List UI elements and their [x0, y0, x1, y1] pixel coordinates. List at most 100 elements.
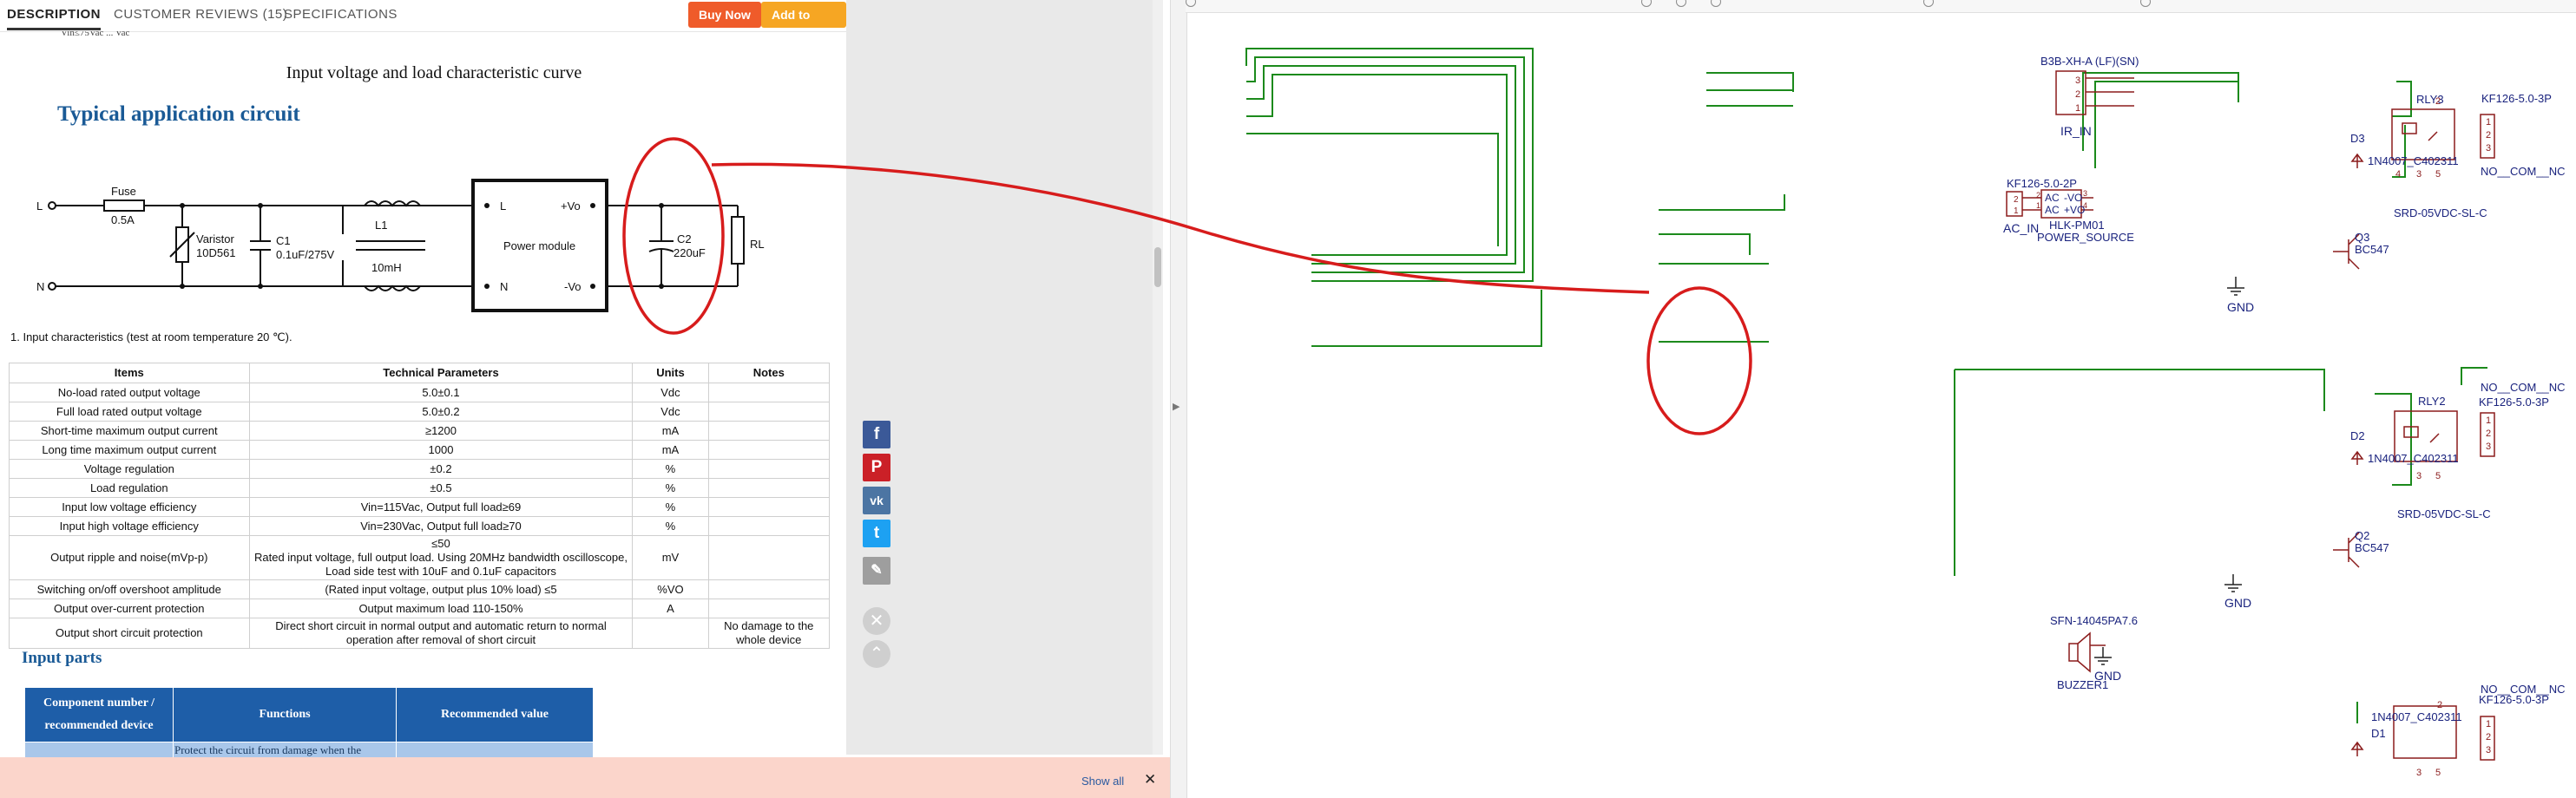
- partial-row-text: Vin≤75Vac ... Vac: [61, 31, 130, 36]
- label-gnd: GND: [2094, 669, 2121, 683]
- pin-label: 2: [2437, 700, 2442, 710]
- label-rl: RL: [750, 238, 765, 251]
- table-cell: Vin=230Vac, Output full load≥70: [248, 516, 634, 536]
- specs-header-cell: Units: [632, 363, 709, 383]
- vk-icon[interactable]: vk: [863, 487, 890, 514]
- label-sfn: SFN-14045PA7.6: [2050, 614, 2138, 627]
- label-pin-vo-minus: -Vo: [564, 280, 582, 293]
- toolbar-icon[interactable]: [1186, 0, 1196, 7]
- table-cell: ≥1200: [248, 421, 634, 441]
- pin-label: 1: [2075, 103, 2080, 114]
- table-cell: Vdc: [632, 402, 709, 422]
- table-cell: Output maximum load 110-150%: [248, 598, 634, 618]
- table-cell: %: [632, 516, 709, 536]
- scroll-up-icon[interactable]: ⌃: [863, 640, 890, 668]
- table-cell: %: [632, 478, 709, 498]
- pin-label: 4: [2083, 201, 2087, 210]
- transistor-q2: [2333, 532, 2360, 568]
- relay-rly1: [2393, 705, 2457, 759]
- toolbar-icon[interactable]: [1676, 0, 1686, 7]
- kf126-3p-connector: [2480, 716, 2495, 761]
- toolbar-icon[interactable]: [1711, 0, 1721, 7]
- table-cell: ≤50 Rated input voltage, full output loa…: [248, 535, 634, 580]
- page-scrollbar[interactable]: [1153, 0, 1163, 755]
- table-cell: Vdc: [632, 383, 709, 402]
- label-srd: SRD-05VDC-SL-C: [2394, 206, 2487, 219]
- toolbar-icon[interactable]: [1923, 0, 1934, 7]
- label-kf126-3p: KF126-5.0-3P: [2479, 396, 2549, 409]
- label-c1-value: 0.1uF/275V: [276, 248, 335, 261]
- close-downloads-bar-button[interactable]: ✕: [1144, 771, 1157, 788]
- transistor-q3: [2333, 233, 2360, 270]
- label-pin-l: L: [500, 200, 506, 213]
- pane-divider[interactable]: [1170, 0, 1187, 798]
- pin-label: 2: [2435, 96, 2441, 107]
- pin-label: 3: [2075, 75, 2080, 86]
- table-row: Switching on/off overshoot amplitude(Rat…: [9, 579, 830, 599]
- schematic-canvas[interactable]: B3B-XH-A (LF)(SN) 3 2 1 IR_IN KF126-5.0-…: [1186, 12, 2576, 798]
- tab-customer-reviews[interactable]: CUSTOMER REVIEWS (15): [114, 7, 288, 22]
- hlk-pin-ac: AC: [2045, 204, 2060, 216]
- table-cell: No damage to the whole device: [707, 618, 830, 649]
- label-no-com-nc: NO__COM__NC: [2481, 381, 2566, 394]
- buy-now-button[interactable]: Buy Now: [688, 2, 761, 28]
- pin-label: 3: [2083, 189, 2087, 198]
- table-cell: [707, 478, 830, 498]
- pin-label: 5: [2435, 471, 2441, 481]
- label-kf126-3p: KF126-5.0-3P: [2479, 693, 2549, 706]
- close-circle-icon[interactable]: ✕: [863, 607, 890, 635]
- kf126-3p-connector: [2480, 412, 2495, 457]
- pinterest-icon[interactable]: P: [863, 454, 890, 481]
- b3b-connector: [2055, 70, 2086, 115]
- label-c2: C2: [677, 232, 692, 245]
- pin-label: 2: [2075, 89, 2080, 100]
- load-resistor-symbol: [731, 216, 745, 265]
- table-cell: Output over-current protection: [9, 598, 250, 618]
- scrollbar-thumb[interactable]: [1154, 247, 1161, 287]
- product-tabs: DESCRIPTION CUSTOMER REVIEWS (15) SPECIF…: [0, 0, 846, 48]
- table-cell: [707, 421, 830, 441]
- label-c1: C1: [276, 234, 291, 247]
- pin-label: 2: [2486, 130, 2491, 141]
- parts-header-functions: Functions: [173, 687, 397, 742]
- pin-label: 2: [2014, 195, 2019, 205]
- table-cell: Long time maximum output current: [9, 440, 250, 460]
- label-diode: 1N4007_C402311: [2368, 452, 2459, 465]
- pin-label: 1: [2014, 206, 2019, 216]
- label-ac-in: AC_IN: [2003, 221, 2039, 235]
- add-to-cart-button[interactable]: Add to Cart: [761, 2, 846, 48]
- table-cell: [632, 618, 709, 649]
- tab-specifications[interactable]: SPECIFICATIONS: [284, 7, 398, 22]
- toolbar-icon[interactable]: [2140, 0, 2151, 7]
- table-cell: %VO: [632, 579, 709, 599]
- twitter-icon[interactable]: t: [863, 520, 890, 547]
- label-pin-n: N: [500, 280, 508, 293]
- label-l: L: [36, 200, 43, 213]
- show-all-link[interactable]: Show all: [1081, 775, 1125, 788]
- diode-d3: [2350, 153, 2364, 168]
- edit-pencil-icon[interactable]: ✎: [863, 557, 890, 585]
- table-cell: Direct short circuit in normal output an…: [248, 618, 634, 649]
- fuse-symbol: [103, 200, 145, 212]
- label-bc547: BC547: [2355, 243, 2389, 256]
- toolbar-icon[interactable]: [1641, 0, 1652, 7]
- label-l1: L1: [375, 219, 387, 232]
- table-cell: mV: [632, 535, 709, 580]
- table-cell: [707, 440, 830, 460]
- collapse-arrow-icon[interactable]: ▶: [1173, 402, 1180, 412]
- pin-label: 4: [2395, 169, 2401, 180]
- facebook-icon[interactable]: f: [863, 421, 890, 448]
- label-srd: SRD-05VDC-SL-C: [2397, 507, 2491, 520]
- kf126-2p-connector: [2006, 191, 2023, 217]
- tab-description[interactable]: DESCRIPTION: [7, 7, 102, 30]
- label-kf126-3p: KF126-5.0-3P: [2481, 92, 2552, 105]
- product-page: DESCRIPTION CUSTOMER REVIEWS (15) SPECIF…: [0, 0, 846, 798]
- table-cell: mA: [632, 440, 709, 460]
- label-gnd: GND: [2227, 300, 2254, 314]
- table-cell: Input low voltage efficiency: [9, 497, 250, 517]
